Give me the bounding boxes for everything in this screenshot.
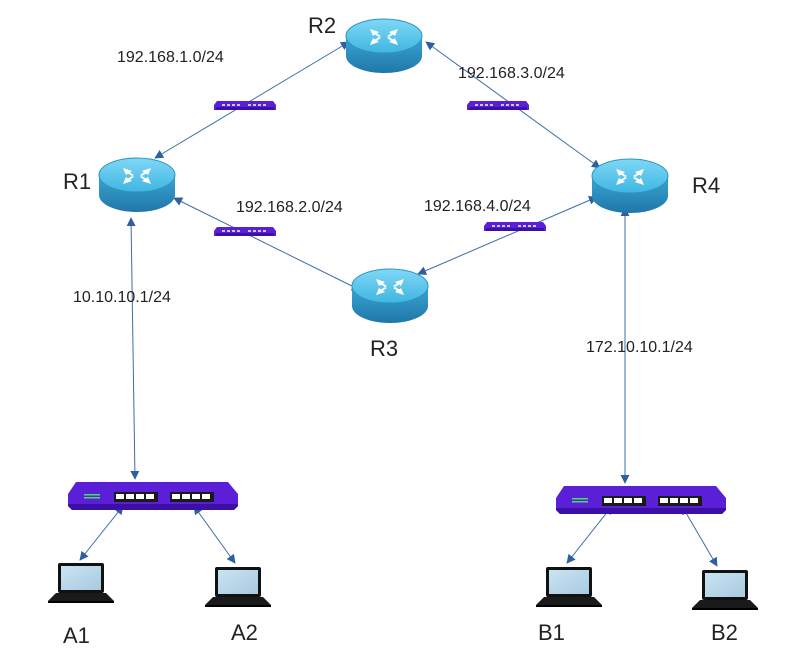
- switch-net-192-168-1: [214, 101, 276, 110]
- label-router-r1: R1: [63, 169, 91, 194]
- switch-net-192-168-2: [214, 227, 276, 236]
- label-host-a2: A2: [231, 620, 258, 645]
- label-host-b1: B1: [538, 620, 565, 645]
- label-net-r1-r2: 192.168.1.0/24: [117, 49, 224, 66]
- laptop-b1-icon: [536, 567, 602, 607]
- router-r2: [345, 18, 423, 74]
- router-r4: [591, 158, 669, 214]
- switch-net-192-168-4: [484, 222, 546, 231]
- label-host-b2: B2: [711, 620, 738, 645]
- link-r1-switch-a: [126, 217, 140, 480]
- label-router-r2: R2: [308, 13, 336, 38]
- link-r1-r2: [154, 41, 350, 159]
- laptop-b2-icon: [692, 570, 758, 610]
- switch-net-192-168-3: [467, 101, 529, 110]
- link-switch-a-a2: [193, 505, 236, 564]
- link-r1-r3: [173, 197, 361, 291]
- router-r3: [351, 268, 429, 324]
- label-net-lan-a: 10.10.10.1/24: [73, 289, 171, 306]
- router-r1: [98, 157, 176, 213]
- label-router-r4: R4: [692, 173, 720, 198]
- link-switch-a-a1: [79, 505, 124, 561]
- laptop-a2-icon: [205, 567, 271, 607]
- label-net-lan-b: 172.10.10.1/24: [586, 339, 693, 356]
- label-net-r2-r4: 192.168.3.0/24: [458, 65, 565, 82]
- link-switch-b-b1: [566, 505, 613, 564]
- label-net-r3-r4: 192.168.4.0/24: [424, 198, 531, 215]
- laptop-a1-icon: [48, 563, 114, 603]
- link-switch-b-b2: [681, 505, 718, 567]
- label-host-a1: A1: [63, 623, 90, 648]
- switch-lan-a: [68, 482, 238, 510]
- switch-lan-b: [556, 486, 726, 514]
- label-router-r3: R3: [370, 336, 398, 361]
- link-r3-r4: [417, 196, 598, 275]
- label-net-r1-r3: 192.168.2.0/24: [236, 199, 343, 216]
